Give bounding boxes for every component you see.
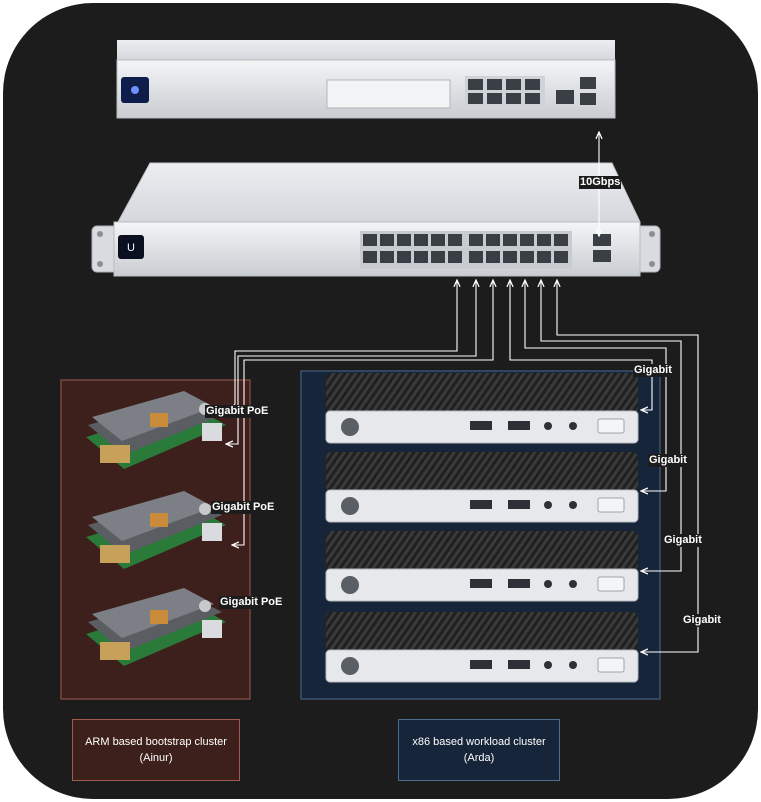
gateway-port: [487, 93, 502, 104]
switch-port: [520, 234, 534, 246]
gateway-router: [116, 40, 616, 119]
switch-port: [363, 234, 377, 246]
gateway-port: [506, 93, 521, 104]
x86-link-4: [557, 280, 699, 652]
uplink-label: 10Gbps: [579, 176, 622, 189]
switch-port: [380, 251, 394, 263]
switch-port: [554, 251, 568, 263]
switch-port: [503, 251, 517, 263]
gateway-port: [487, 79, 502, 90]
switch-port: [554, 234, 568, 246]
connections: [220, 132, 699, 652]
x86-link-2: [525, 280, 667, 491]
x86-node: [325, 373, 639, 444]
arm-link-3: [232, 280, 493, 545]
x86-cluster-name: (Arda): [463, 752, 495, 764]
x86-link-label-2: Gigabit: [648, 454, 688, 467]
x86-link-1: [510, 280, 653, 410]
switch-port: [414, 251, 428, 263]
arm-node: [86, 588, 226, 666]
switch-port: [503, 234, 517, 246]
switch-port: [397, 251, 411, 263]
x86-cluster-caption: x86 based workload cluster (Arda): [398, 719, 560, 781]
gateway-port: [525, 79, 540, 90]
switch-port: [363, 251, 377, 263]
x86-node: [325, 531, 639, 602]
x86-link-label-4: Gigabit: [682, 614, 722, 627]
gateway-port: [506, 79, 521, 90]
switch-port: [448, 234, 462, 246]
arm-cluster-name: (Ainur): [139, 752, 173, 764]
arm-cluster-title: ARM based bootstrap cluster: [85, 736, 227, 748]
x86-node: [325, 452, 639, 523]
switch-port: [537, 251, 551, 263]
x86-cluster-title: x86 based workload cluster: [412, 736, 546, 748]
svg-text:U: U: [127, 242, 135, 254]
arm-link-label-1: Gigabit PoE: [205, 405, 270, 418]
x86-link-label-3: Gigabit: [663, 534, 703, 547]
arm-cluster-caption: ARM based bootstrap cluster (Ainur): [72, 719, 240, 781]
gateway-port: [468, 93, 483, 104]
switch-port: [486, 251, 500, 263]
gateway-port: [468, 79, 483, 90]
main-switch: U: [91, 162, 661, 277]
switch-port: [469, 234, 483, 246]
switch-port: [448, 251, 462, 263]
arm-link-label-2: Gigabit PoE: [211, 501, 276, 514]
arm-link-label-3: Gigabit PoE: [219, 596, 284, 609]
switch-port: [397, 234, 411, 246]
switch-port: [537, 234, 551, 246]
switch-port: [431, 234, 445, 246]
x86-link-3: [541, 280, 682, 571]
switch-port: [486, 234, 500, 246]
x86-link-label-1: Gigabit: [633, 364, 673, 377]
gateway-port: [525, 93, 540, 104]
switch-port: [520, 251, 534, 263]
switch-port: [469, 251, 483, 263]
x86-node: [325, 612, 639, 683]
switch-port: [431, 251, 445, 263]
arm-node: [86, 491, 226, 569]
switch-port: [414, 234, 428, 246]
switch-port: [380, 234, 394, 246]
